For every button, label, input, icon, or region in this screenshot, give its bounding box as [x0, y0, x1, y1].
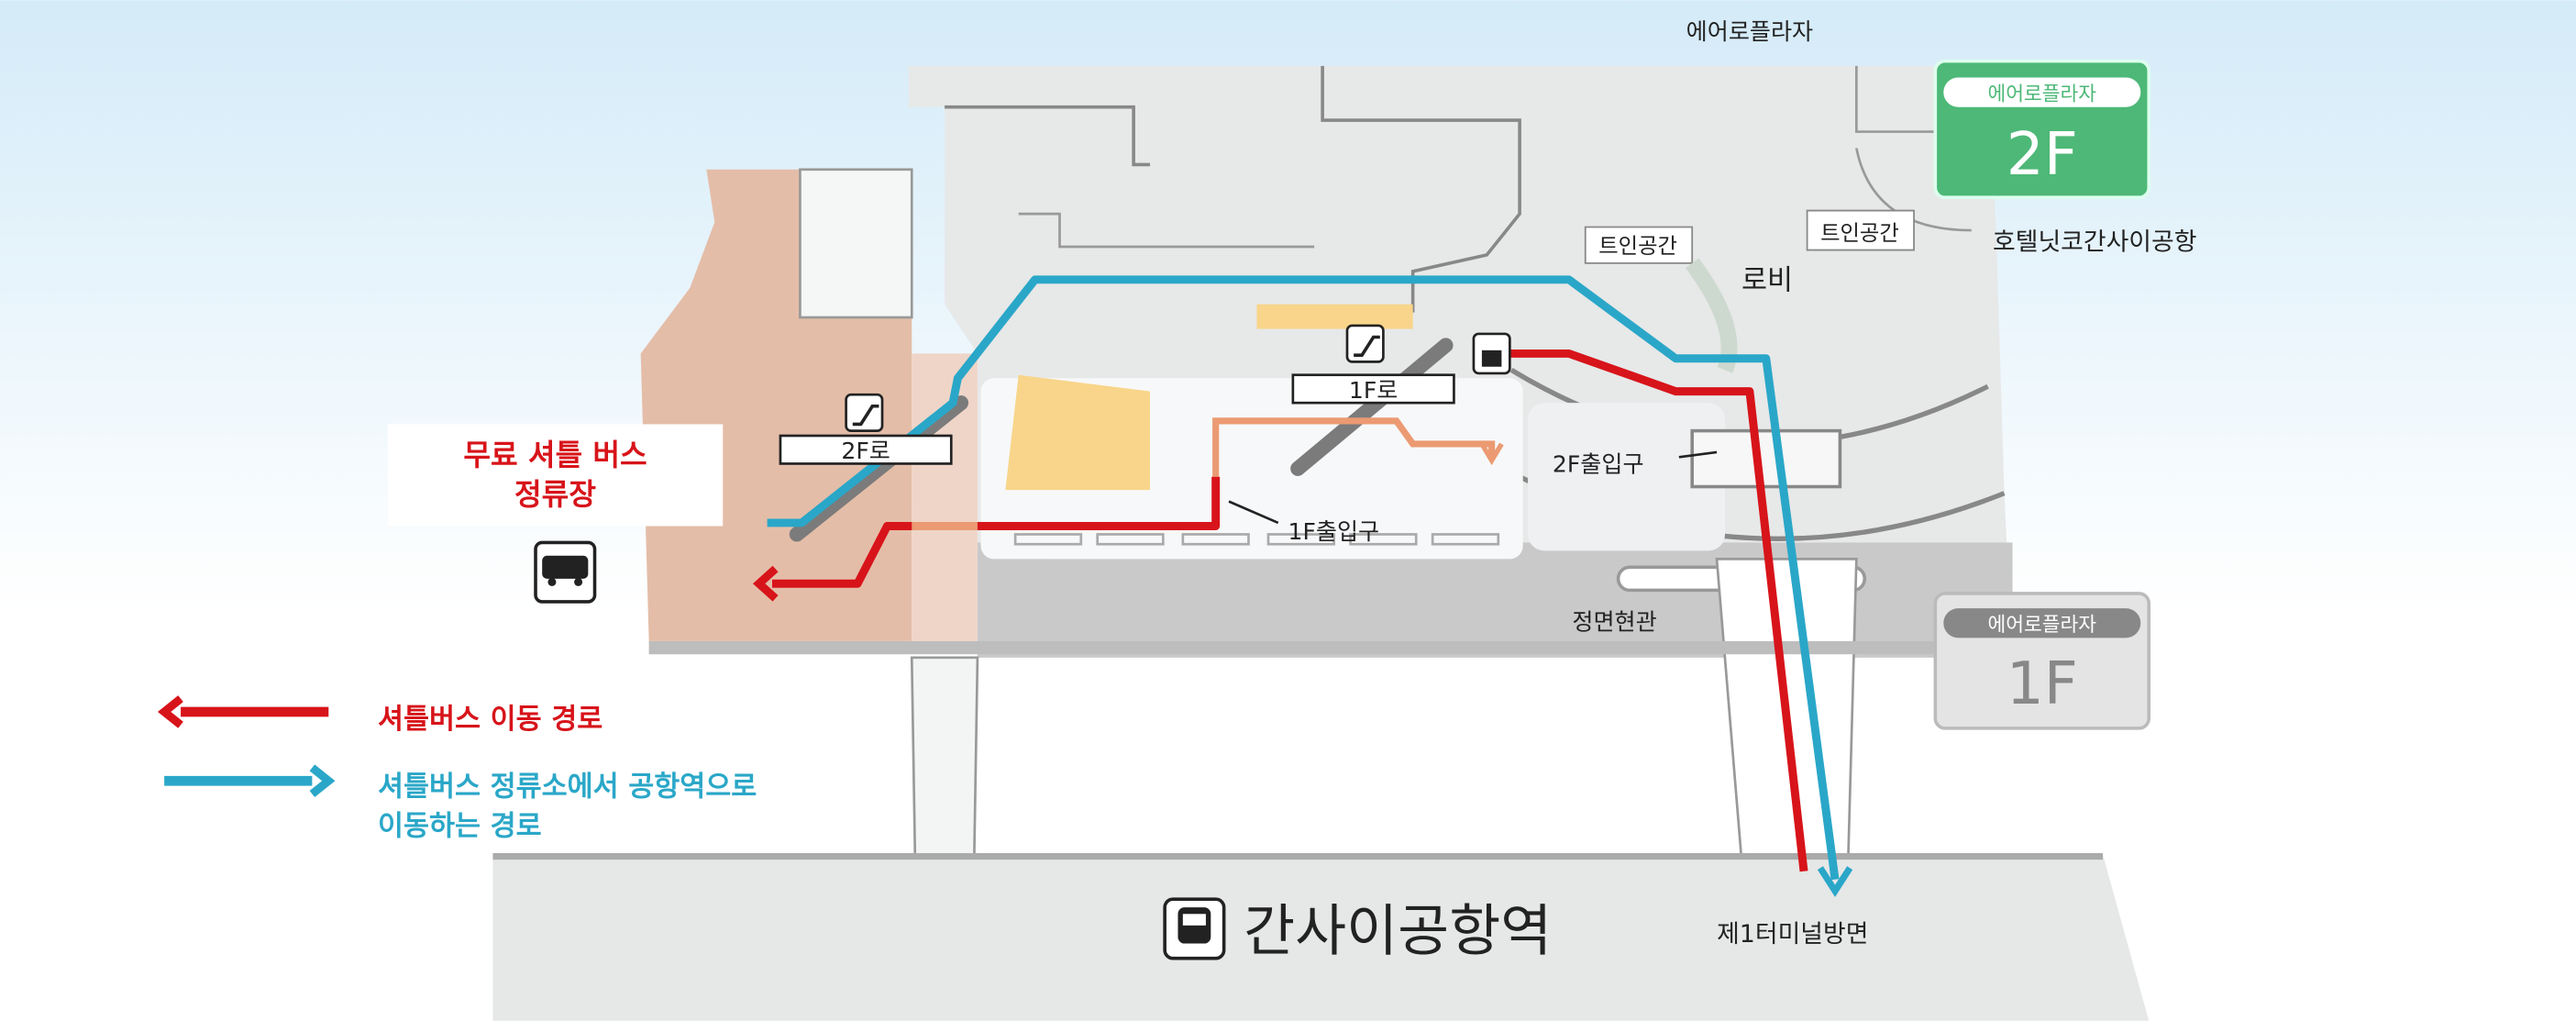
- escalator-2f-label: 2F로: [841, 438, 890, 464]
- top-aero-plaza-label: 에어로플라자: [1686, 18, 1813, 45]
- kansai-airport-station: [492, 854, 2150, 1021]
- svg-text:1F: 1F: [2007, 649, 2078, 718]
- lobby-label: 로비: [1741, 265, 1793, 297]
- floor-badge-2f: 에어로플라자 2F: [1933, 59, 2151, 200]
- red-route: [771, 476, 1221, 588]
- bus-icon: [534, 540, 597, 604]
- open-space-label-1: 트인공간: [1598, 234, 1677, 259]
- shuttle-stop-label: 무료 셔틀 버스: [463, 438, 647, 472]
- hotel-label: 호텔닛코간사이공항: [1993, 228, 2196, 257]
- legend-red-label: 셔틀버스 이동 경로: [378, 704, 603, 736]
- escalator-2f-sign: [779, 434, 953, 465]
- entrance-2f-label: 2F출입구: [1553, 450, 1644, 477]
- bus-stop-area-light: [912, 353, 978, 641]
- station-name: 간사이공항역: [1244, 899, 1552, 964]
- blue-route: [767, 275, 1840, 881]
- escalator-icon: [845, 393, 884, 432]
- shuttle-stop-label-2: 정류장: [514, 477, 596, 512]
- open-space-label-2: 트인공간: [1820, 221, 1899, 246]
- main-entrance-label: 정면현관: [1572, 608, 1656, 635]
- shop-yellow: [1005, 374, 1151, 491]
- escalator-1f-sign: [1291, 373, 1455, 405]
- elevator-icon: [1472, 332, 1511, 375]
- legend-blue-label: 셔틀버스 정류소에서 공항역으로: [378, 771, 757, 803]
- left-corridor: [910, 656, 979, 860]
- legend: 셔틀버스 이동 경로 셔틀버스 정류소에서 공항역으로 이동하는 경로: [157, 695, 757, 842]
- terminal-direction-label: 제1터미널방면: [1717, 920, 1868, 949]
- escalator-1f-label: 1F로: [1349, 377, 1398, 404]
- entrance-1f-label: 1F출입구: [1288, 518, 1380, 545]
- orange-route: [1212, 417, 1496, 477]
- shop-yellow-2: [1256, 304, 1413, 329]
- svg-text:에어로플라자: 에어로플라자: [1987, 83, 2096, 106]
- shuttle-stop-label-box: [387, 424, 724, 527]
- legend-blue-label-2: 이동하는 경로: [378, 810, 542, 842]
- floor-badge-1f: 에어로플라자 1F: [1933, 592, 2151, 730]
- train-icon: [1163, 897, 1226, 960]
- svg-text:에어로플라자: 에어로플라자: [1987, 614, 2096, 637]
- blue-route-arrowhead: [1817, 866, 1853, 897]
- svg-text:2F: 2F: [2007, 120, 2078, 189]
- escalator-icon: [1345, 324, 1385, 363]
